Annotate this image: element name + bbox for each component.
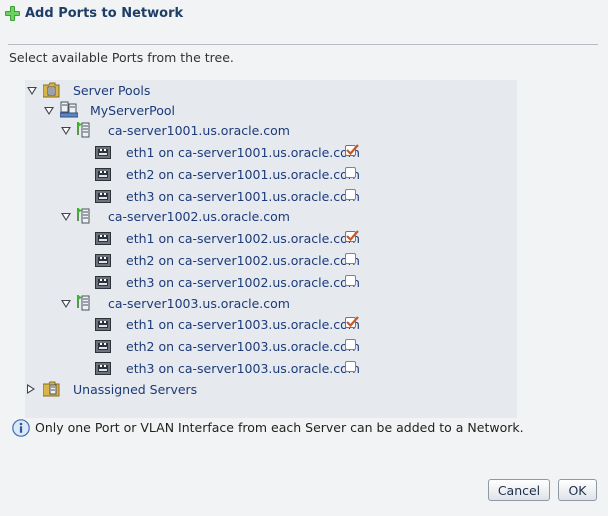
port-checkbox[interactable] bbox=[345, 230, 359, 242]
cancel-button[interactable]: Cancel bbox=[488, 479, 550, 501]
expand-toggle-icon[interactable] bbox=[61, 300, 71, 308]
server-running-icon bbox=[77, 122, 90, 138]
tree-label-port: eth3 on ca-server1001.us.oracle.com bbox=[126, 189, 360, 204]
expand-toggle-icon[interactable] bbox=[61, 127, 71, 135]
server-running-icon bbox=[77, 295, 90, 311]
network-port-icon bbox=[95, 318, 111, 331]
instructions-text: Select available Ports from the tree. bbox=[9, 50, 234, 65]
tree-label-unassigned-servers: Unassigned Servers bbox=[73, 382, 198, 397]
network-port-icon bbox=[95, 340, 111, 353]
dialog-header: Add Ports to Network bbox=[0, 0, 608, 30]
tree-label-port: eth2 on ca-server1002.us.oracle.com bbox=[126, 253, 360, 268]
tree-node-server[interactable]: ca-server1002.us.oracle.com bbox=[25, 206, 517, 226]
port-checkbox[interactable] bbox=[345, 144, 359, 156]
port-checkbox[interactable] bbox=[345, 253, 356, 264]
tree-node-port[interactable]: eth1 on ca-server1003.us.oracle.com bbox=[25, 314, 517, 334]
port-checkbox[interactable] bbox=[345, 189, 356, 200]
port-checkbox[interactable] bbox=[345, 316, 359, 328]
tree-label-port: eth1 on ca-server1003.us.oracle.com bbox=[126, 317, 360, 332]
tree-node-server[interactable]: ca-server1001.us.oracle.com bbox=[25, 120, 517, 140]
tree-label-port: eth1 on ca-server1001.us.oracle.com bbox=[126, 145, 360, 160]
tree-node-unassigned-servers[interactable]: Unassigned Servers bbox=[25, 379, 517, 399]
tree-node-port[interactable]: eth3 on ca-server1002.us.oracle.com bbox=[25, 272, 517, 292]
network-port-icon bbox=[95, 232, 111, 245]
add-icon bbox=[5, 6, 20, 21]
server-pools-folder-icon bbox=[43, 82, 60, 98]
tree-label-port: eth3 on ca-server1003.us.oracle.com bbox=[126, 361, 360, 376]
tree-label-myserverpool: MyServerPool bbox=[90, 103, 176, 118]
network-port-icon bbox=[95, 146, 111, 159]
tree-label-server: ca-server1003.us.oracle.com bbox=[108, 296, 290, 311]
tree-node-port[interactable]: eth3 on ca-server1003.us.oracle.com bbox=[25, 358, 517, 378]
network-port-icon bbox=[95, 254, 111, 267]
tree-node-myserverpool[interactable]: MyServerPool bbox=[25, 100, 517, 120]
port-checkbox[interactable] bbox=[345, 167, 356, 178]
tree-node-port[interactable]: eth2 on ca-server1003.us.oracle.com bbox=[25, 336, 517, 356]
network-port-icon bbox=[95, 190, 111, 203]
tree-node-server-pools[interactable]: Server Pools bbox=[25, 80, 517, 100]
tree-label-port: eth1 on ca-server1002.us.oracle.com bbox=[126, 231, 360, 246]
info-text: Only one Port or VLAN Interface from eac… bbox=[35, 420, 524, 435]
tree-node-port[interactable]: eth1 on ca-server1002.us.oracle.com bbox=[25, 228, 517, 248]
server-running-icon bbox=[77, 208, 90, 224]
tree-label-server: ca-server1001.us.oracle.com bbox=[108, 123, 290, 138]
expand-toggle-icon[interactable] bbox=[27, 87, 37, 95]
tree-node-port[interactable]: eth2 on ca-server1002.us.oracle.com bbox=[25, 250, 517, 270]
tree-node-port[interactable]: eth3 on ca-server1001.us.oracle.com bbox=[25, 186, 517, 206]
server-pool-icon bbox=[60, 101, 78, 118]
tree-node-server[interactable]: ca-server1003.us.oracle.com bbox=[25, 293, 517, 313]
tree-node-port[interactable]: eth2 on ca-server1001.us.oracle.com bbox=[25, 164, 517, 184]
expand-toggle-icon[interactable] bbox=[61, 213, 71, 221]
info-icon bbox=[12, 419, 30, 437]
tree-label-server-pools: Server Pools bbox=[73, 83, 151, 98]
port-tree: Server Pools MyServerPool ca-server1001.… bbox=[25, 80, 517, 418]
port-checkbox[interactable] bbox=[345, 361, 356, 372]
tree-label-port: eth3 on ca-server1002.us.oracle.com bbox=[126, 275, 360, 290]
tree-label-port: eth2 on ca-server1003.us.oracle.com bbox=[126, 339, 360, 354]
expand-toggle-icon[interactable] bbox=[44, 107, 54, 115]
ok-button[interactable]: OK bbox=[558, 479, 597, 501]
network-port-icon bbox=[95, 362, 111, 375]
unassigned-servers-folder-icon bbox=[43, 381, 60, 397]
tree-node-port[interactable]: eth1 on ca-server1001.us.oracle.com bbox=[25, 142, 517, 162]
network-port-icon bbox=[95, 276, 111, 289]
port-checkbox[interactable] bbox=[345, 339, 356, 350]
dialog-title: Add Ports to Network bbox=[25, 6, 184, 21]
port-checkbox[interactable] bbox=[345, 275, 356, 286]
collapse-toggle-icon[interactable] bbox=[27, 384, 35, 394]
tree-label-port: eth2 on ca-server1001.us.oracle.com bbox=[126, 167, 360, 182]
title-separator bbox=[8, 44, 598, 45]
network-port-icon bbox=[95, 168, 111, 181]
tree-label-server: ca-server1002.us.oracle.com bbox=[108, 209, 290, 224]
